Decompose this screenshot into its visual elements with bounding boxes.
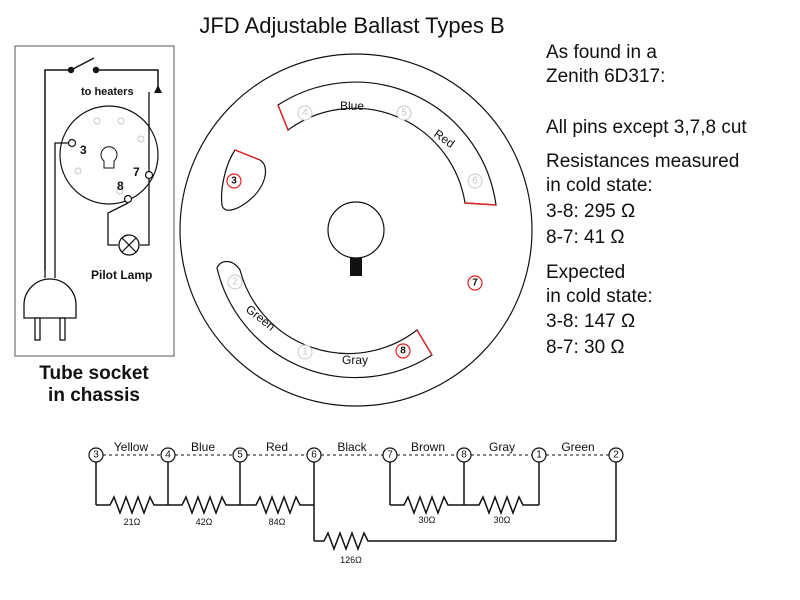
socket-frame (14, 45, 175, 357)
socket-pin-7 (144, 170, 154, 180)
socket-pin-3 (67, 138, 77, 148)
resistor-5-6-value: 84Ω (269, 517, 286, 527)
band-label-gray: Gray (342, 353, 368, 367)
lower-band-cut (416, 329, 433, 356)
svg-text:3: 3 (231, 176, 237, 187)
schematic-node-3: 3 (88, 447, 104, 463)
resistor-8-1-value: 30Ω (494, 515, 511, 525)
socket-caption-line-1: Tube socket (39, 363, 149, 384)
svg-text:4: 4 (165, 450, 171, 461)
socket-key (100, 146, 118, 169)
svg-text:1: 1 (536, 450, 542, 461)
lower-resistor-band (216, 260, 433, 379)
svg-text:5: 5 (401, 108, 407, 119)
svg-text:2: 2 (613, 450, 619, 461)
band-label-blue: Blue (340, 99, 364, 113)
wire-label-blue: Blue (191, 440, 215, 454)
schematic-node-4: 4 (160, 447, 176, 463)
wire-label-green: Green (561, 440, 594, 454)
socket-wiring (54, 92, 150, 270)
found-in-line-1: As found in a (546, 42, 657, 63)
schematic-node-7: 7 (382, 447, 398, 463)
resistor-values: 21Ω 42Ω 84Ω 30Ω 30Ω 126Ω (124, 515, 511, 565)
upper-resistor-band (277, 81, 497, 206)
wire-label-black: Black (337, 440, 367, 454)
svg-text:8: 8 (400, 346, 406, 357)
schematic-node-2: 2 (608, 447, 624, 463)
socket-pin-7-label: 7 (133, 165, 140, 179)
resistor-4-5-value: 42Ω (196, 517, 213, 527)
schematic-node-1: 1 (531, 447, 547, 463)
measured-3-8: 3-8: 295 Ω (546, 201, 636, 222)
pilot-lamp-label: Pilot Lamp (91, 268, 152, 282)
pin-3-tab-cut (234, 149, 261, 161)
svg-text:7: 7 (472, 278, 478, 289)
resistor-6-2-value: 126Ω (340, 555, 362, 565)
ballast-outer-rim (179, 53, 533, 407)
svg-text:7: 7 (387, 450, 393, 461)
unused-socket-pins (74, 117, 145, 195)
disk-pin-6: 6 (467, 173, 483, 189)
wire-label-yellow: Yellow (114, 440, 149, 454)
socket-pin-8 (123, 194, 133, 204)
socket-pin-3-label: 3 (80, 143, 87, 157)
socket-caption-line-2: in chassis (48, 385, 140, 406)
mains-plug-icon (23, 270, 77, 341)
band-label-red: Red (431, 127, 457, 151)
svg-text:6: 6 (311, 450, 317, 461)
socket-caption: Tube socket in chassis (14, 363, 174, 407)
center-post (327, 201, 385, 259)
disk-pin-4: 4 (297, 105, 313, 121)
svg-text:3: 3 (93, 450, 99, 461)
pilot-lamp-icon (118, 234, 140, 256)
svg-text:4: 4 (302, 108, 308, 119)
schematic-nodes: 3 4 5 6 7 8 1 2 (88, 447, 624, 463)
socket-pin-8-label: 8 (117, 179, 124, 193)
schematic-node-6: 6 (306, 447, 322, 463)
expected-3-8: 3-8: 147 Ω (546, 311, 636, 332)
schematic-wire-labels: Yellow Blue Red Black Brown Gray Green (114, 440, 595, 454)
svg-text:8: 8 (461, 450, 467, 461)
power-switch (44, 57, 159, 270)
ballast-disk: 4 5 6 3 2 1 8 7 Blue (179, 53, 533, 407)
measured-8-7: 8-7: 41 Ω (546, 227, 625, 248)
pin-3-tab (220, 149, 266, 211)
upper-band-cut-left (277, 104, 289, 131)
resistor-schematic: Yellow Blue Red Black Brown Gray Green (88, 440, 624, 565)
pins-cut-note: All pins except 3,7,8 cut (546, 117, 747, 138)
svg-text:2: 2 (232, 277, 238, 288)
disk-pin-2: 2 (227, 274, 243, 290)
schematic-wiring (95, 462, 617, 552)
schematic-node-5: 5 (232, 447, 248, 463)
svg-text:1: 1 (302, 347, 308, 358)
schematic-node-8: 8 (456, 447, 472, 463)
wire-label-gray: Gray (489, 440, 515, 454)
wire-label-brown: Brown (411, 440, 445, 454)
expected-line-1: Expected (546, 262, 626, 283)
measured-line-2: in cold state: (546, 175, 653, 196)
expected-8-7: 8-7: 30 Ω (546, 337, 625, 358)
measured-line-1: Resistances measured (546, 151, 740, 172)
disk-pin-7: 7 (467, 275, 483, 291)
center-key (350, 258, 362, 276)
to-heaters-label: to heaters (81, 86, 134, 98)
disk-pin-8: 8 (395, 343, 411, 359)
octal-socket (59, 105, 159, 205)
svg-text:6: 6 (472, 176, 478, 187)
wire-label-red: Red (266, 440, 288, 454)
arrow-up-icon (154, 85, 162, 93)
disk-pin-1: 1 (297, 344, 313, 360)
svg-text:5: 5 (237, 450, 243, 461)
resistor-7-8-value: 30Ω (419, 515, 436, 525)
found-in-line-2: Zenith 6D317: (546, 66, 666, 87)
disk-pin-3: 3 (226, 173, 242, 189)
expected-line-2: in cold state: (546, 286, 653, 307)
disk-pin-5: 5 (396, 105, 412, 121)
tube-socket-panel: to heaters 3 7 8 (14, 45, 175, 357)
diagram-title: JFD Adjustable Ballast Types B (199, 13, 504, 38)
upper-band-cut-right (464, 202, 497, 206)
resistor-3-4-value: 21Ω (124, 517, 141, 527)
